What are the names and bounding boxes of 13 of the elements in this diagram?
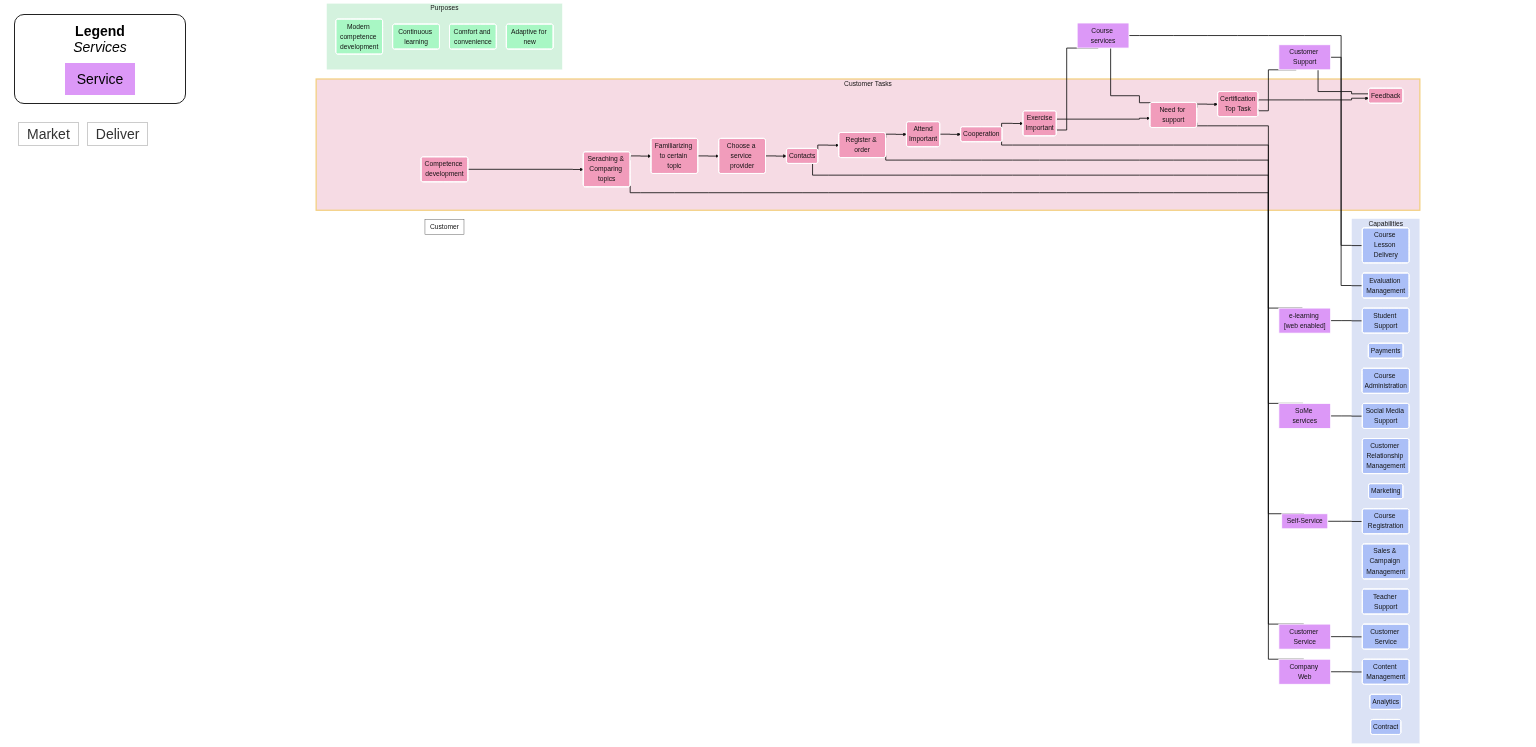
connector [1128,35,1363,246]
connector [1330,671,1363,673]
connector [1327,520,1363,522]
connector [1330,56,1363,287]
connector [1317,69,1370,95]
legend-subtitle: Services [72,39,128,55]
connector [1110,47,1152,104]
sector-label: Market [18,122,79,146]
connector [1330,320,1363,322]
legend-title: Legend [74,23,126,39]
legend-swatch: Service [64,63,136,95]
connector [1330,636,1363,638]
sector-label: Deliver [86,122,149,146]
